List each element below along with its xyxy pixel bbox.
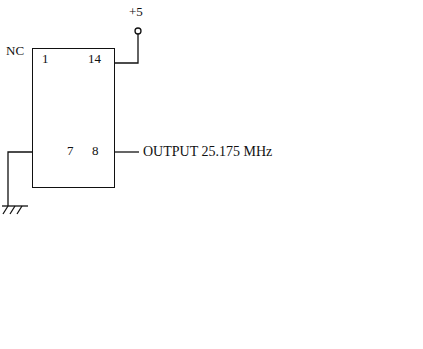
pin-number: 14 [87,52,102,65]
pin-number: 8 [91,144,100,157]
supply-label: +5 [128,5,144,18]
supply-wire [115,34,138,63]
pin-label: NC [5,44,25,57]
ground-wire [8,152,32,206]
ic-package: 1 14 7 8 [32,48,115,188]
supply-terminal [135,28,141,34]
pin-number: 7 [66,144,75,157]
ground-hatch [3,206,22,214]
pin-number: 1 [41,52,50,65]
signal-label: OUTPUT 25.175 MHz [142,145,273,159]
output-wire [115,151,139,152]
